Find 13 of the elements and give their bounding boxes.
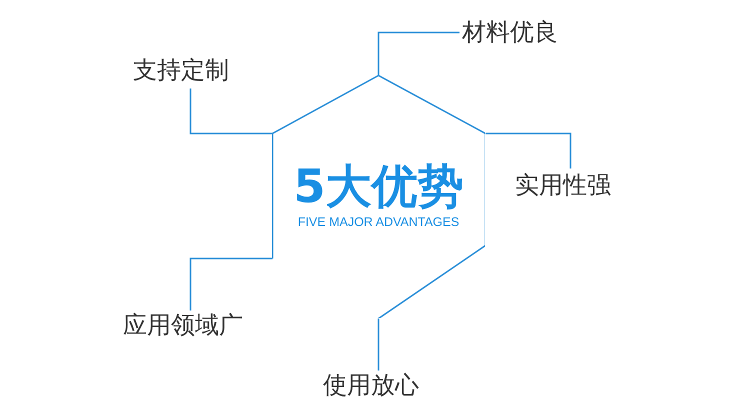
hexagon-outline xyxy=(272,75,485,318)
advantage-label: 材料优良 xyxy=(462,17,558,47)
leader-line xyxy=(486,132,572,168)
leader-line xyxy=(378,318,380,370)
advantage-label: 使用放心 xyxy=(323,370,419,400)
advantage-label: 应用领域广 xyxy=(123,310,243,340)
advantage-label: 支持定制 xyxy=(133,55,229,85)
leader-line xyxy=(378,32,460,76)
leader-line xyxy=(190,258,272,310)
heading: 5大优势 xyxy=(292,159,464,213)
leader-line xyxy=(190,88,272,134)
advantage-label: 实用性强 xyxy=(515,170,611,200)
subheading: FIVE MAJOR ADVANTAGES xyxy=(296,214,460,230)
